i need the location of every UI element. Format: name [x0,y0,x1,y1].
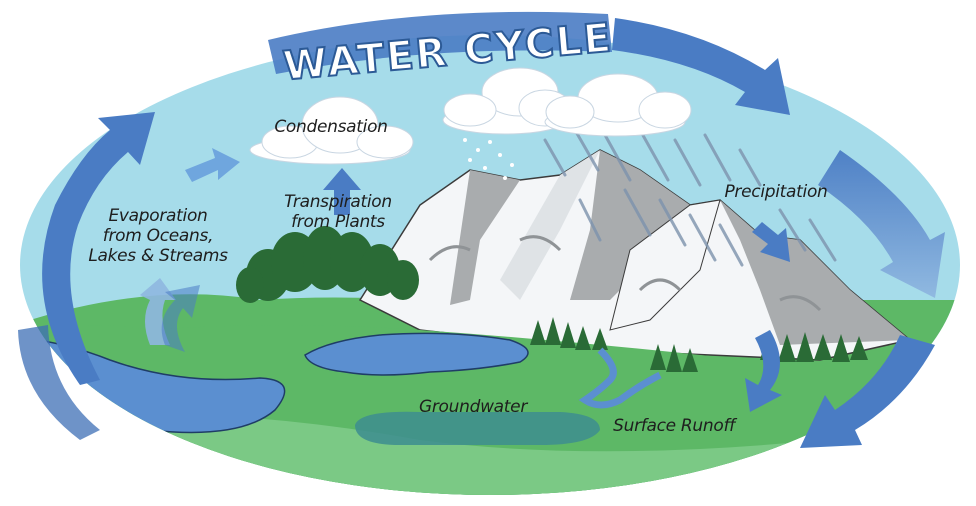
precipitation-arrow [752,222,790,262]
snow-dots [463,138,514,180]
label-transpiration-line1: Transpiration [284,192,392,212]
evaporation-arrows [140,148,240,352]
cycle-arrow-top [612,18,790,115]
rain-cloud-right [544,73,692,137]
evaporation-drift-arrow [185,148,240,182]
surface-runoff-arrow [745,330,782,412]
label-precipitation: Precipitation [724,182,828,202]
lake [304,332,529,376]
label-evaporation-line1: Evaporation [108,206,208,226]
evaporation-curved-arrow [161,285,200,352]
cycle-arrow-bottom-right [800,335,935,448]
label-evaporation: Evaporation from Oceans, Lakes & Streams [88,206,228,266]
rain [543,128,837,267]
groundwater-pool [355,411,600,445]
evaporation-up-arrow [140,278,176,345]
cycle-arrow-left [42,112,155,385]
rain-cloud-left [442,67,572,135]
condensation-cloud [249,96,414,165]
label-transpiration-line2: from Plants [291,212,385,232]
stream [578,347,662,409]
forest-right [530,317,868,372]
transpiration-arrow [323,168,361,215]
cycle-arrow-left-lower [18,325,100,440]
label-transpiration: Transpiration from Plants [278,192,398,232]
forest-left [236,226,419,303]
cycle-arrow-right [818,150,945,298]
label-groundwater: Groundwater [418,397,528,417]
label-surface-runoff: Surface Runoff [613,416,735,436]
label-evaporation-line3: Lakes & Streams [88,246,228,266]
label-evaporation-line2: from Oceans, [102,226,214,246]
label-condensation: Condensation [274,117,388,137]
cycle-arrows [18,18,945,448]
